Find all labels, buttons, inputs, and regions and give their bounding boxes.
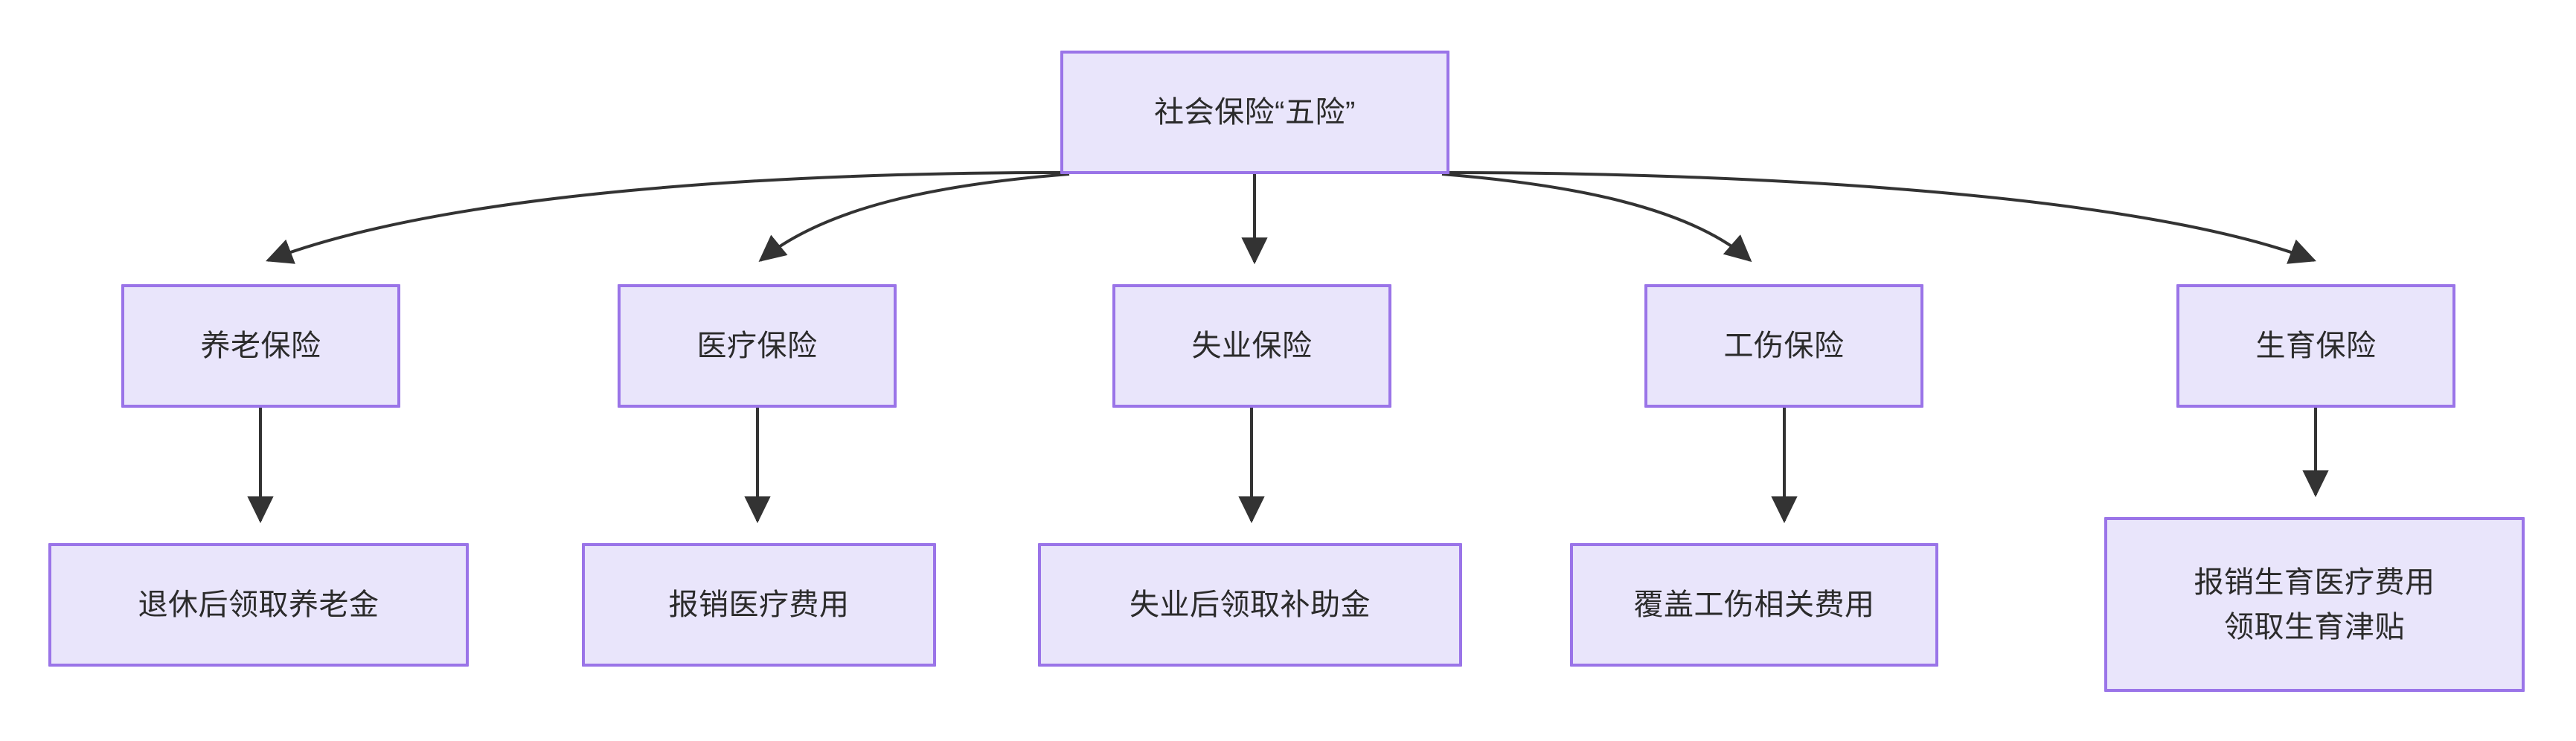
edge-root-to-maternity: [1447, 171, 2316, 264]
node-medical-insurance[interactable]: 医疗保险: [618, 284, 897, 408]
node-work-injury-benefit[interactable]: 覆盖工伤相关费用: [1570, 543, 1938, 667]
node-pension-insurance[interactable]: 养老保险: [121, 284, 400, 408]
node-medical-benefit[interactable]: 报销医疗费用: [582, 543, 936, 667]
node-maternity-benefit[interactable]: 报销生育医疗费用 领取生育津贴: [2104, 517, 2525, 692]
node-unemployment-insurance[interactable]: 失业保险: [1112, 284, 1391, 408]
node-pension-benefit[interactable]: 退休后领取养老金: [48, 543, 469, 667]
edge-root-to-injury: [1441, 173, 1752, 263]
node-unemployment-benefit[interactable]: 失业后领取补助金: [1038, 543, 1462, 667]
node-maternity-insurance[interactable]: 生育保险: [2176, 284, 2455, 408]
node-root[interactable]: 社会保险“五险”: [1060, 51, 1449, 174]
edge-root-to-medical: [758, 173, 1070, 263]
edge-root-to-pension: [266, 171, 1063, 264]
node-work-injury-insurance[interactable]: 工伤保险: [1644, 284, 1923, 408]
